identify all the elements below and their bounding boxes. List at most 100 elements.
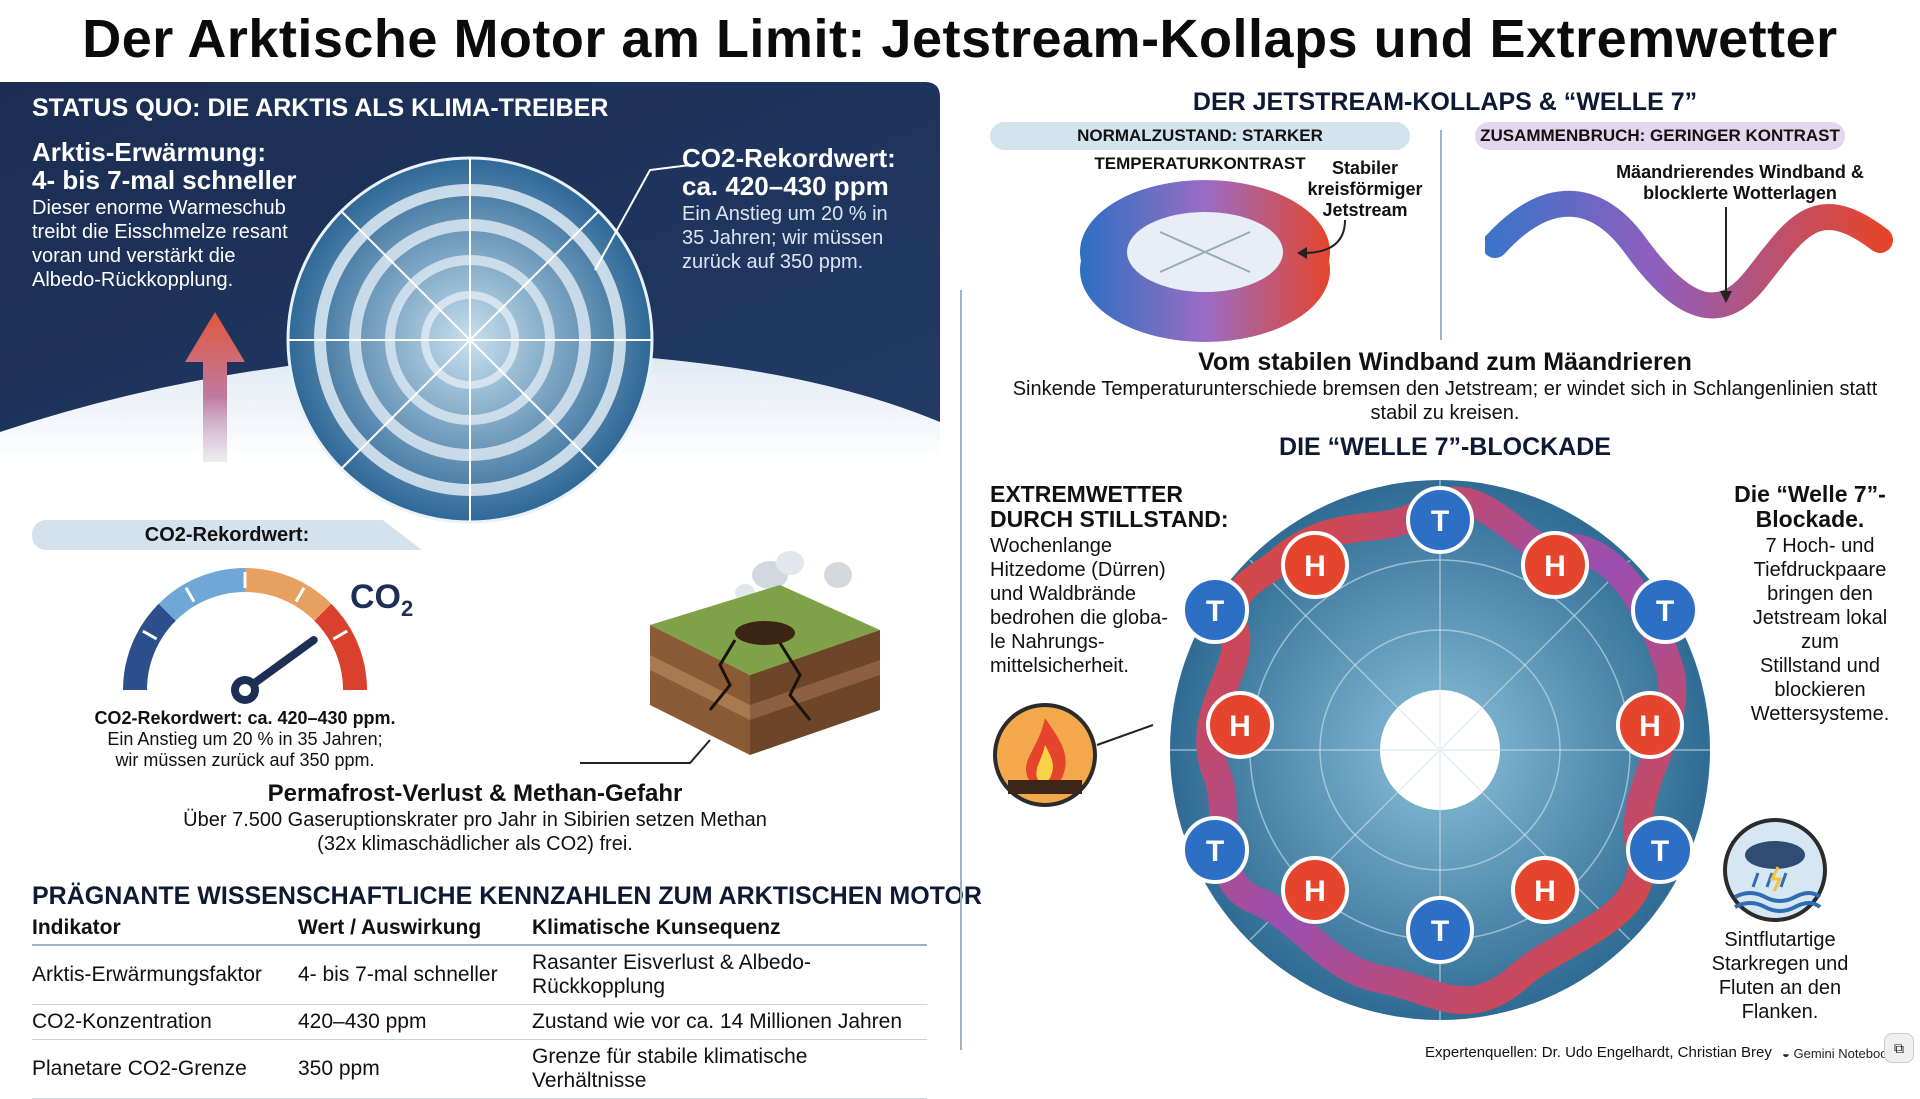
high-pressure-node xyxy=(1281,531,1349,599)
stable-jetstream-ring xyxy=(1080,180,1330,342)
high-pressure-label: H xyxy=(1304,550,1326,583)
co2-title-line1: CO2-Rekordwert: xyxy=(682,143,896,173)
extreme-weather-title: EXTREMWETTER DURCH STILLSTAND: xyxy=(990,482,1229,532)
blockade-text: 7 Hoch- und Tiefdruckpaare bringen den J… xyxy=(1730,534,1910,726)
extreme-weather-line: mittelsicherheit. xyxy=(990,655,1129,677)
low-pressure-node xyxy=(1626,816,1694,884)
extreme-weather-title-line: DURCH STILLSTAND: xyxy=(990,506,1229,532)
kpi-cell: Grenze für stabile klimatische Verhältni… xyxy=(532,1039,927,1099)
kpi-cell: 350 ppm xyxy=(298,1039,532,1099)
brand-icon: ◒ xyxy=(1782,1046,1790,1061)
kpi-cell: CO2-Konzentration xyxy=(32,1004,298,1040)
co2-ribbon: CO2-Rekordwert: xyxy=(32,520,422,550)
extreme-weather-text: Wochenlange Hitzedome (Dürren) und Waldb… xyxy=(990,534,1168,678)
blockade-line: bringen den xyxy=(1767,583,1873,605)
extreme-weather-line: Wochenlange xyxy=(990,535,1112,557)
low-pressure-node xyxy=(1181,816,1249,884)
normal-state-pill: NORMALZUSTAND: STARKER TEMPERATURKONTRAS… xyxy=(990,122,1410,173)
jet-heading: DER JETSTREAM-KOLLAPS & “WELLE 7” xyxy=(1192,88,1698,116)
low-pressure-label: T xyxy=(1651,835,1669,868)
high-pressure-node xyxy=(1521,531,1589,599)
brand-badge: ◒ Gemini Notebook xyxy=(1782,1046,1894,1061)
main-title: Der Arktische Motor am Limit: Jetstream-… xyxy=(82,9,1838,69)
high-pressure-node xyxy=(1511,856,1579,924)
gauge-caption-line: wir müssen zurück auf 350 ppm. xyxy=(115,750,375,770)
meander-line: Sinkende Temperaturunterschiede bremsen … xyxy=(1012,378,1878,400)
wildfire-pointer-line xyxy=(1096,724,1154,746)
co2-text-line: 35 Jahren; wir müssen xyxy=(682,227,884,249)
low-pressure-label: T xyxy=(1206,595,1224,628)
meandering-jetstream-wave xyxy=(1485,190,1893,319)
gauge-arc-segment xyxy=(158,568,246,621)
extreme-weather-line: bedrohen die globa- xyxy=(990,607,1168,629)
kpi-cell: Zustand wie vor ca. 14 Millionen Jahren xyxy=(532,1004,927,1040)
low-pressure-node xyxy=(1181,576,1249,644)
permafrost-section: Permafrost-Verlust & Methan-Gefahr Über … xyxy=(150,780,800,856)
blockade-line: Wettersysteme. xyxy=(1750,703,1890,725)
co2-gauge xyxy=(123,568,367,704)
ring-label-line: kreisförmiger xyxy=(1307,179,1423,199)
low-pressure-node xyxy=(1406,486,1474,554)
permafrost-line: Über 7.500 Gaseruptionskrater pro Jahr i… xyxy=(183,809,767,831)
co2-text-line: Ein Anstieg um 20 % in xyxy=(682,203,888,225)
co2-text-line: zurück auf 350 ppm. xyxy=(682,251,864,273)
co2-text: Ein Anstieg um 20 % in 35 Jahren; wir mü… xyxy=(682,202,888,274)
permafrost-pointer-line xyxy=(580,739,711,764)
capture-icon: ⧉ xyxy=(1894,1040,1904,1056)
rain-line: Flanken. xyxy=(1741,1001,1819,1023)
warming-text-line: voran und verstärkt die xyxy=(32,245,236,267)
gauge-needle xyxy=(241,636,318,694)
gauge-arc-segment xyxy=(244,568,332,621)
capture-button[interactable]: ⧉ xyxy=(1884,1033,1914,1063)
permafrost-line: (32x klimaschädlicher als CO2) frei. xyxy=(317,833,633,855)
gauge-arc-segment xyxy=(314,603,367,691)
kpi-table: Indikator Wert / Auswirkung Klimatische … xyxy=(32,912,927,1099)
co2-symbol: CO2 xyxy=(350,578,413,622)
gauge-tick xyxy=(142,629,158,641)
co2-symbol-subscript: 2 xyxy=(401,595,414,621)
meander-title: Vom stabilen Windband zum Mäandrieren xyxy=(1198,348,1692,376)
kpi-cell: Rasanter Eisverlust & Albedo-Rückkopplun… xyxy=(532,945,927,1005)
low-pressure-label: T xyxy=(1431,505,1449,538)
warming-text-line: Dieser enorme Warmeschub xyxy=(32,197,286,219)
kpi-header-row: Indikator Wert / Auswirkung Klimatische … xyxy=(32,912,927,946)
jet-divider xyxy=(1440,130,1442,340)
warming-text-line: treibt die Eisschmelze resant xyxy=(32,221,288,243)
rain-line: Starkregen und xyxy=(1711,953,1849,975)
heavy-rain-icon xyxy=(1723,818,1827,922)
ring-label-arrow-icon xyxy=(1297,219,1346,259)
blockade-line: 7 Hoch- und xyxy=(1765,535,1875,557)
wave-label-line: blocklerte Wotterlagen xyxy=(1643,183,1837,203)
extreme-weather-title-line: EXTREMWETTER xyxy=(990,481,1183,507)
brand-label: Gemini Notebook xyxy=(1793,1046,1894,1061)
high-pressure-node xyxy=(1281,856,1349,924)
low-pressure-node xyxy=(1631,576,1699,644)
low-pressure-label: T xyxy=(1206,835,1224,868)
blockade-title-line: Die “Welle 7”- xyxy=(1734,481,1886,507)
section-divider xyxy=(960,290,962,1050)
collapse-state-pill: ZUSAMMENBRUCH: GERINGER KONTRAST xyxy=(1475,122,1845,150)
rain-line: Fluten an den xyxy=(1718,977,1842,999)
warming-text: Dieser enorme Warmeschub treibt die Eiss… xyxy=(32,196,288,292)
kpi-row: CO2-Konzentration 420–430 ppm Zustand wi… xyxy=(32,1004,927,1040)
gauge-caption-title: CO2-Rekordwert: ca. 420–430 ppm. xyxy=(94,708,396,728)
blockade-title: Die “Welle 7”- Blockade. xyxy=(1720,482,1900,532)
high-pressure-label: H xyxy=(1639,710,1661,743)
gauge-caption-line: Ein Anstieg um 20 % in 35 Jahren; xyxy=(107,729,383,749)
warming-arrow-icon xyxy=(185,312,245,462)
kpi-cell: Arktis-Erwärmungsfaktor xyxy=(32,945,298,1005)
meander-line: stabil zu kreisen. xyxy=(1370,402,1520,424)
kpi-cell: Planetare CO2-Grenze xyxy=(32,1039,298,1099)
ring-label-line: Jetstream xyxy=(1322,200,1408,220)
warming-text-line: Albedo-Rückkopplung. xyxy=(32,269,234,291)
ring-label: Stabiler kreisförmiger Jetstream xyxy=(1300,158,1430,221)
high-pressure-label: H xyxy=(1544,550,1566,583)
warming-title-line1: Arktis-Erwärmung: xyxy=(32,137,267,167)
co2-pointer-line xyxy=(594,164,691,271)
wildfire-icon xyxy=(993,703,1097,807)
co2-title: CO2-Rekordwert: ca. 420–430 ppm xyxy=(682,144,896,200)
rain-line: Sintflutartige xyxy=(1724,929,1836,951)
kpi-row: Planetare CO2-Grenze 350 ppm Grenze für … xyxy=(32,1039,927,1099)
blockade-title-line: Blockade. xyxy=(1755,506,1865,532)
